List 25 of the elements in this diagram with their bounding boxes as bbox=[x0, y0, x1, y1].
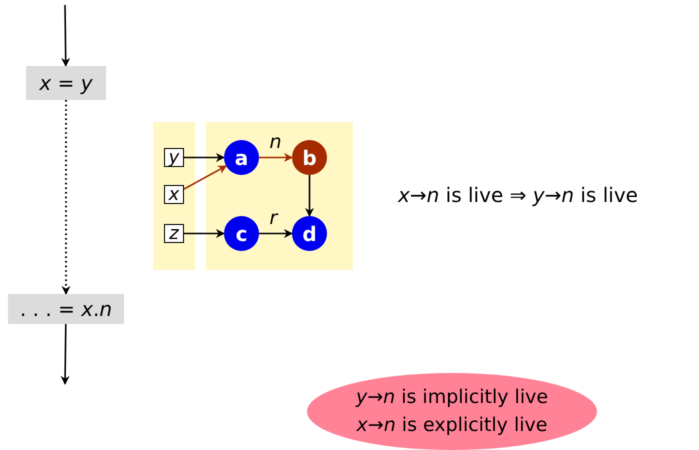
statement-text: x = y bbox=[39, 71, 93, 95]
variable-name: y bbox=[168, 147, 180, 168]
edge-label: r bbox=[270, 208, 278, 228]
object-circle bbox=[292, 140, 327, 175]
variable-box bbox=[164, 148, 184, 167]
panel-background bbox=[206, 122, 353, 270]
note-text: y→n is implicitly live bbox=[356, 385, 548, 410]
statement-box bbox=[8, 294, 124, 324]
variable-box bbox=[164, 185, 184, 204]
note-text: x→n is explicitly live bbox=[356, 413, 548, 438]
object-name: a bbox=[234, 146, 248, 170]
edge-label: n bbox=[270, 132, 282, 152]
object-circle bbox=[224, 140, 259, 175]
object-name: b bbox=[302, 146, 317, 170]
statement-box bbox=[26, 66, 106, 100]
panel-background bbox=[153, 122, 195, 270]
object-name: d bbox=[302, 222, 317, 246]
object-circle bbox=[224, 216, 259, 251]
object-circle bbox=[292, 216, 327, 251]
implication-text: x→n is live ⇒ y→n is live bbox=[398, 183, 638, 207]
variable-name: x bbox=[168, 184, 180, 205]
variable-name: z bbox=[169, 223, 179, 244]
statement-text: . . . = x.n bbox=[20, 297, 112, 321]
object-name: c bbox=[236, 222, 248, 246]
variable-box bbox=[164, 224, 184, 243]
